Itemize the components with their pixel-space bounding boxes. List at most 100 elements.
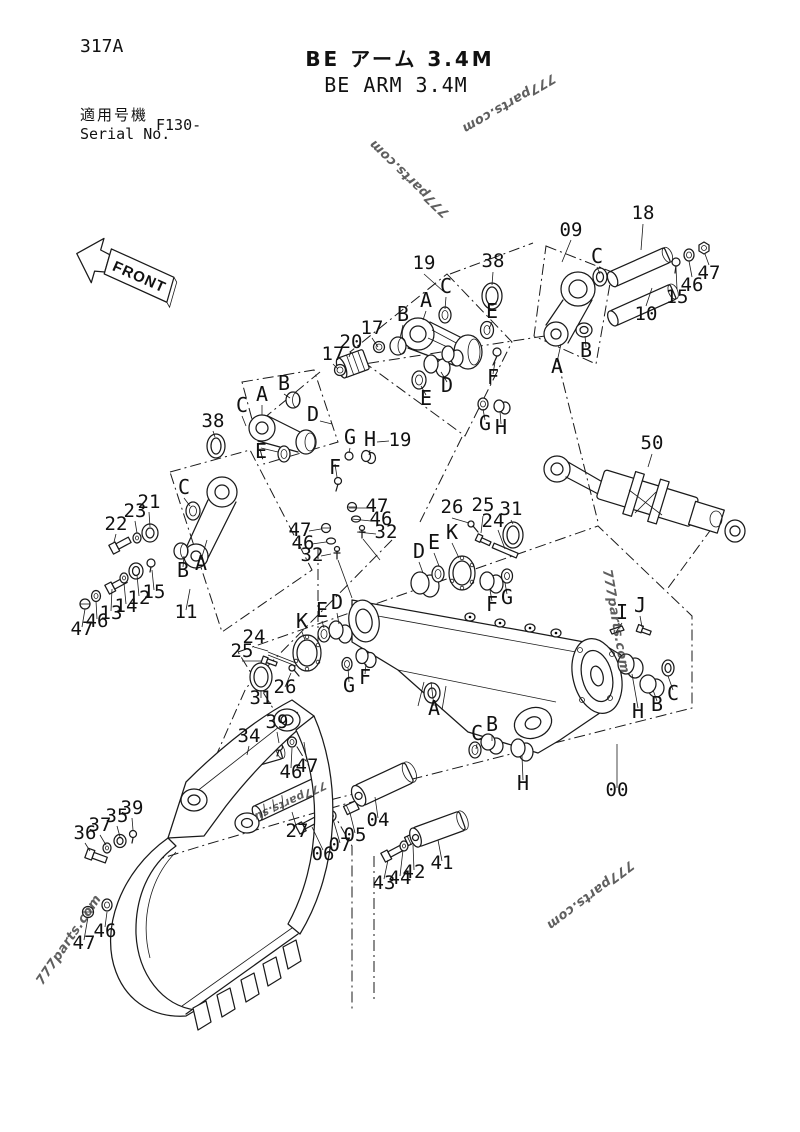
- bearing-12: [128, 562, 144, 580]
- serial-no-label: Serial No.: [80, 125, 170, 143]
- part-number-label-47: 47: [289, 519, 312, 541]
- part-number-label-24: 24: [482, 510, 505, 532]
- part-letter-label-b: B: [278, 371, 290, 395]
- part-letter-label-j: J: [634, 593, 646, 617]
- part-letter-label-b: B: [397, 302, 409, 326]
- ring-g-right: [500, 568, 514, 584]
- ring-c-09: [592, 267, 608, 287]
- pin-24-left: [267, 651, 297, 667]
- nut-35: [113, 833, 127, 849]
- bushing-b-left: [285, 391, 301, 409]
- part-letter-label-k: K: [446, 520, 458, 544]
- pin-24-right: [491, 542, 519, 559]
- part-number-label-47: 47: [366, 495, 389, 517]
- part-letter-label-h: H: [495, 415, 507, 439]
- arm-weldment-a: [348, 599, 623, 754]
- bucket-teeth: [192, 939, 302, 1031]
- ring-38-left: [206, 433, 226, 459]
- group-box-19: [349, 273, 513, 437]
- part-number-label-19: 19: [413, 252, 436, 274]
- part-letter-label-f: F: [359, 665, 371, 689]
- part-number-label-18: 18: [632, 202, 655, 224]
- arm-boom-boss: [571, 638, 623, 714]
- seal-e-left: [277, 445, 291, 463]
- part-number-label-38: 38: [482, 250, 505, 272]
- part-number-label-46: 46: [370, 508, 393, 530]
- washer-14: [119, 572, 129, 584]
- part-number-label-37: 37: [89, 814, 112, 836]
- pin-10: [606, 283, 679, 327]
- part-number-label-05: 05: [344, 824, 367, 846]
- flange-k-right: [448, 555, 476, 591]
- link-assembly-19-left: [206, 391, 377, 492]
- part-number-label-47: 47: [698, 262, 721, 284]
- part-number-label-42: 42: [403, 861, 426, 883]
- clamp-05: [342, 800, 360, 816]
- seal-c-19: [438, 306, 452, 324]
- part-number-label-43: 43: [373, 872, 396, 894]
- part-letter-label-a: A: [256, 382, 268, 406]
- seal-e-right: [431, 565, 445, 583]
- part-number-label-47: 47: [73, 932, 96, 954]
- part-number-label-21: 21: [138, 491, 161, 513]
- leader-lines: [81, 223, 710, 941]
- part-number-label-31: 31: [500, 498, 523, 520]
- part-letter-label-h: H: [364, 427, 376, 451]
- part-number-label-32: 32: [375, 521, 398, 543]
- part-letter-label-h: H: [517, 771, 529, 795]
- part-letter-label-c: C: [471, 721, 483, 745]
- part-letter-label-d: D: [307, 402, 319, 426]
- part-number-label-13: 13: [100, 602, 123, 624]
- washer-46-bucket: [101, 898, 113, 912]
- part-number-label-47: 47: [71, 618, 94, 640]
- part-number-label-31: 31: [250, 687, 273, 709]
- part-letter-label-e: E: [420, 386, 432, 410]
- part-number-label-38: 38: [202, 410, 225, 432]
- page-title-english: BE ARM 3.4M: [324, 73, 467, 97]
- grease-fitting-set-right: [346, 501, 381, 561]
- bushing-b-11: [173, 542, 189, 560]
- part-number-label-25: 25: [472, 494, 495, 516]
- part-letter-label-g: G: [479, 411, 491, 435]
- part-number-label-14: 14: [115, 595, 138, 617]
- pin-41: [409, 810, 469, 848]
- grease-fitting-set-left: [320, 522, 353, 599]
- bolt-36: [84, 847, 108, 864]
- part-letter-label-k: K: [296, 609, 308, 633]
- part-number-label-32: 32: [301, 544, 324, 566]
- plug-47-left: [79, 598, 91, 610]
- part-letter-label-e: E: [486, 299, 498, 323]
- part-number-label-23: 23: [124, 500, 147, 522]
- part-letter-label-a: A: [551, 354, 563, 378]
- bolt-22: [108, 536, 132, 555]
- part-number-label-11: 11: [175, 601, 198, 623]
- part-number-label-47: 47: [296, 755, 319, 777]
- link-assembly-19: [333, 282, 511, 415]
- part-number-label-46: 46: [292, 532, 315, 554]
- link-assembly-09: [543, 267, 608, 347]
- washer-23: [132, 532, 142, 544]
- bolt-26-left: [288, 664, 300, 677]
- part-number-label-27: 27: [286, 820, 309, 842]
- part-number-label-15: 15: [666, 286, 689, 308]
- part-letter-label-c: C: [178, 475, 190, 499]
- snap-ring-31-right: [502, 521, 524, 549]
- arm-hose-tabs: [464, 612, 562, 638]
- part-number-label-39: 39: [121, 797, 144, 819]
- bolt-f-19: [492, 347, 502, 366]
- part-number-label-19: 19: [389, 429, 412, 451]
- part-letter-label-d: D: [441, 373, 453, 397]
- seal-c-bottom: [468, 741, 482, 759]
- washer-46-left: [90, 589, 102, 603]
- part-letter-label-c: C: [591, 244, 603, 268]
- serial-number-value: F130-: [156, 116, 201, 134]
- part-letter-label-c: C: [440, 274, 452, 298]
- bolt-26-right: [467, 520, 479, 533]
- bolt-43: [380, 843, 406, 863]
- part-number-label-50: 50: [641, 432, 664, 454]
- part-number-label-06: 06: [312, 843, 335, 865]
- page-header: 317A BE アーム 3.4M BE ARM 3.4M 適用号機 Serial…: [80, 36, 492, 143]
